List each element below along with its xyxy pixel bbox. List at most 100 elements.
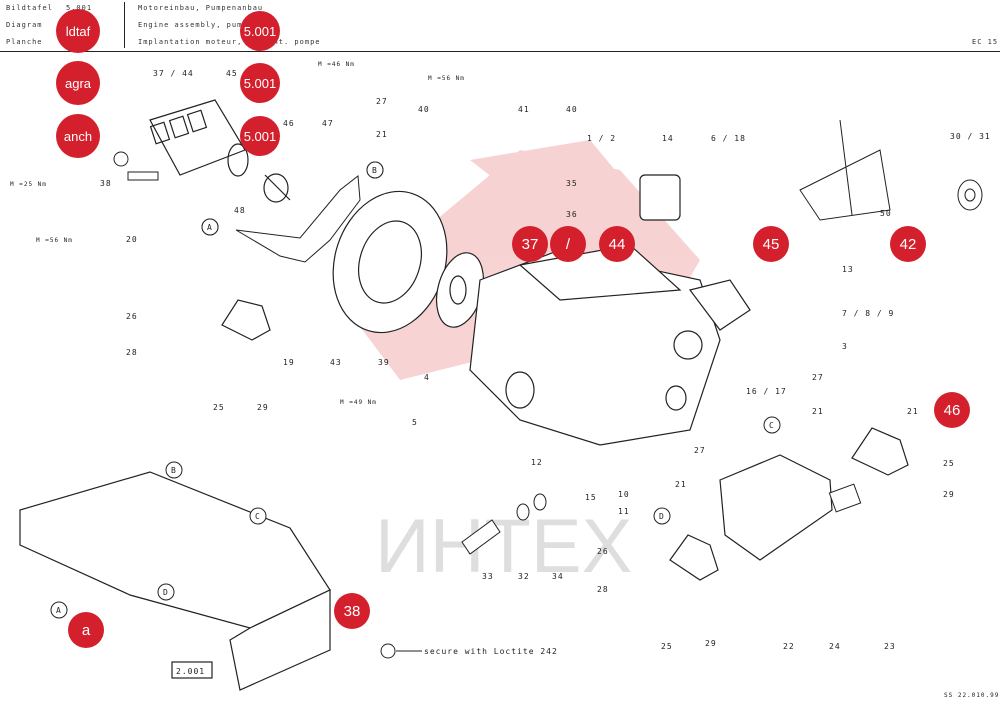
part-label: 28	[126, 348, 138, 357]
overlay-badge-label: /	[566, 236, 571, 253]
row1-text: Motoreinbau, Pumpenanbau	[138, 4, 264, 12]
part-label: 3	[842, 342, 848, 351]
part-label: 26	[597, 547, 609, 556]
overlay-badge	[56, 114, 100, 158]
overlay-badge	[753, 226, 789, 262]
callout-circle	[157, 583, 175, 601]
chassis-frame	[19, 471, 331, 691]
part-label: 11	[618, 507, 630, 516]
part-label: 35	[566, 179, 578, 188]
hydraulic-pump	[149, 99, 291, 203]
part-label: 5	[412, 418, 418, 427]
part-label: 38	[100, 179, 112, 188]
fan-50	[799, 119, 891, 221]
overlay-badge	[512, 226, 548, 262]
part-label: B	[372, 166, 378, 175]
part-label: 34	[552, 572, 564, 581]
part-label: D	[659, 512, 665, 521]
row2-text: Engine assembly, pump att	[138, 21, 269, 29]
part-label: 12	[531, 458, 543, 467]
part-label: 25	[661, 642, 673, 651]
row2-label: Diagram	[6, 21, 43, 29]
part-label: 22	[783, 642, 795, 651]
part-label: 40	[418, 105, 430, 114]
plate-number: 2.001	[176, 667, 205, 676]
part-label: 46	[283, 119, 295, 128]
part-label: 21	[812, 407, 824, 416]
part-label: 4	[424, 373, 430, 382]
part-label: 30 / 31	[950, 132, 991, 141]
overlay-badge-label: anch	[64, 129, 92, 144]
part-label: 1 / 2	[587, 134, 616, 143]
part-label: 29	[257, 403, 269, 412]
part-label: 25	[213, 403, 225, 412]
part-label: 40	[566, 105, 578, 114]
torque-label: M =56 Nm	[428, 75, 465, 82]
row3-text: Implantation moteur, implant. pompe	[138, 38, 321, 46]
part-label: 27	[376, 97, 388, 106]
overlay-badge	[240, 63, 280, 103]
part-label: 10	[618, 490, 630, 499]
callout-circle	[653, 507, 671, 525]
hose-33	[461, 493, 547, 555]
title-block: Bildtafel 5.001 Motoreinbau, Pumpenanbau…	[0, 0, 1000, 52]
part-label: 50	[880, 209, 892, 218]
model-code: EC 15	[972, 38, 999, 46]
part-label: 21	[907, 407, 919, 416]
torque-label: M =56 Nm	[36, 237, 73, 244]
bolt-38	[113, 151, 159, 181]
row1-label: Bildtafel	[6, 4, 53, 12]
overlay-badge-label: 38	[344, 603, 361, 620]
part-label: 48	[234, 206, 246, 215]
row1-code: 5.001	[66, 4, 93, 12]
overlay-badge	[56, 9, 100, 53]
overlay-badge-label: 45	[763, 236, 780, 253]
overlay-badge-label: 42	[900, 236, 917, 253]
title-divider	[124, 2, 125, 48]
row3-label: Planche	[6, 38, 43, 46]
part-label: 39	[378, 358, 390, 367]
part-label: 14	[662, 134, 674, 143]
overlay-badge-label: 46	[944, 402, 961, 419]
part-label: 13	[842, 265, 854, 274]
overlay-badge	[890, 226, 926, 262]
callout-circle	[165, 461, 183, 479]
part-label: 27	[812, 373, 824, 382]
overlay-badge	[334, 593, 370, 629]
part-label: 21	[376, 130, 388, 139]
loctite-legend: secure with Loctite 242	[424, 647, 558, 656]
overlay-badge-label: ldtaf	[66, 24, 91, 39]
title-rule	[0, 51, 1000, 52]
watermark-text: ИНТЕХ	[375, 504, 632, 589]
frame-22	[719, 454, 833, 561]
overlay-badge-label: 37	[522, 236, 539, 253]
part-label: 25	[943, 459, 955, 468]
spacer-24	[828, 483, 862, 513]
overlay-badge	[240, 116, 280, 156]
part-label: 27	[694, 446, 706, 455]
part-label: C	[255, 512, 261, 521]
document-reference: SS 22.010.99	[944, 692, 999, 699]
flywheel-housing	[332, 190, 448, 334]
part-label: 21	[675, 480, 687, 489]
overlay-badge	[550, 226, 586, 262]
part-label: 16 / 17	[746, 387, 787, 396]
part-label: 26	[126, 312, 138, 321]
part-label: 41	[518, 105, 530, 114]
part-label: D	[163, 588, 169, 597]
callout-circle	[763, 416, 781, 434]
overlay-badge	[68, 612, 104, 648]
part-label: A	[56, 606, 62, 615]
callout-circle	[50, 601, 68, 619]
part-label: 32	[518, 572, 530, 581]
callout-circle	[201, 218, 219, 236]
overlay-badge	[599, 226, 635, 262]
part-label: 43	[330, 358, 342, 367]
pulley-30-31	[957, 179, 983, 211]
part-label: 28	[597, 585, 609, 594]
part-label: B	[171, 466, 177, 475]
overlay-badge-label: agra	[65, 76, 92, 91]
overlay-badge-label: 5.001	[244, 76, 277, 91]
loctite-symbol	[380, 643, 396, 659]
